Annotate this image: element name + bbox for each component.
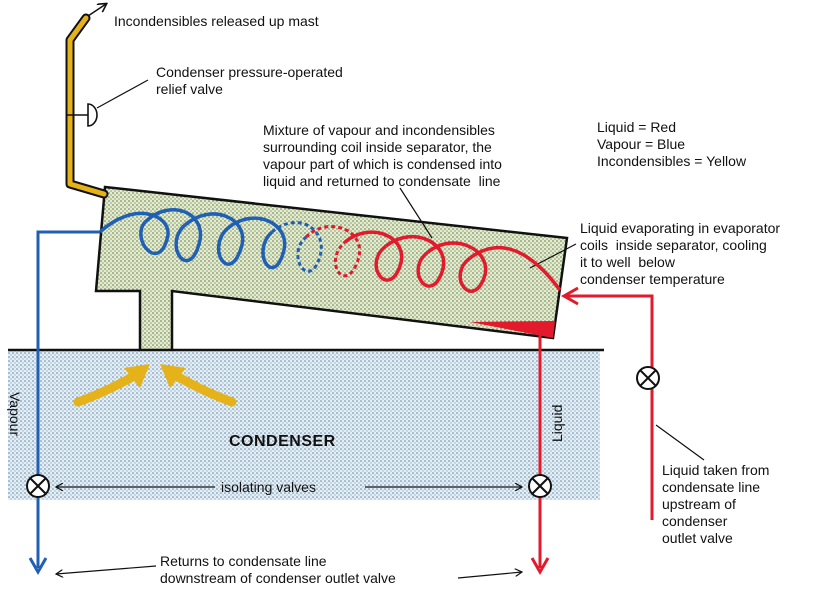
separator-vessel [94,185,569,352]
mast-arrow [87,4,106,17]
valve-liquid-icon [528,474,552,498]
liquid-return-arrow [530,557,550,576]
returns-arrow-right [457,572,522,579]
transition-coil [271,221,362,278]
vapour-side-label: Vapour [7,392,23,437]
evaporating-label: Liquid evaporating in evaporator coils i… [580,220,781,287]
taken-leader [655,424,705,461]
vapour-line [36,230,100,568]
legend-liquid: Liquid = Red [597,119,677,135]
mast-label: Incondensibles released up mast [114,13,319,29]
liquid-coil [343,230,562,293]
relief-valve-leader [96,79,149,109]
liquid-feed-arrow [560,286,579,306]
vapour-coil [98,207,287,270]
liquid-feed-line [565,294,654,520]
legend-incondensibles: Incondensibles = Yellow [597,153,747,169]
legend-vapour: Vapour = Blue [597,136,686,152]
returns-label: Returns to condensate line downstream of… [160,553,396,586]
relief-valve-label: Condenser pressure-operated relief valve [156,64,343,97]
liquid-pool [470,321,555,338]
valve-feed-icon [636,366,660,390]
valve-vapour-icon [26,474,50,498]
mast-pipe-fill [67,15,107,197]
mixture-leader [399,187,433,239]
mast-pipe [65,13,109,199]
incondensible-arrowhead-left [124,364,150,388]
relief-valve-icon [87,103,98,127]
liquid-side-label: Liquid [549,404,565,442]
returns-arrow-left [56,565,157,574]
condenser-label: CONDENSER [229,433,336,450]
condenser-body [8,350,600,500]
liquid-taken-label: Liquid taken from condensate line upstre… [662,462,770,546]
isolating-valves-label: isolating valves [221,479,316,495]
incondensible-arrowhead-right [160,364,186,388]
vapour-arrow [28,557,48,576]
mixture-label: Mixture of vapour and incondensibles sur… [263,122,502,189]
